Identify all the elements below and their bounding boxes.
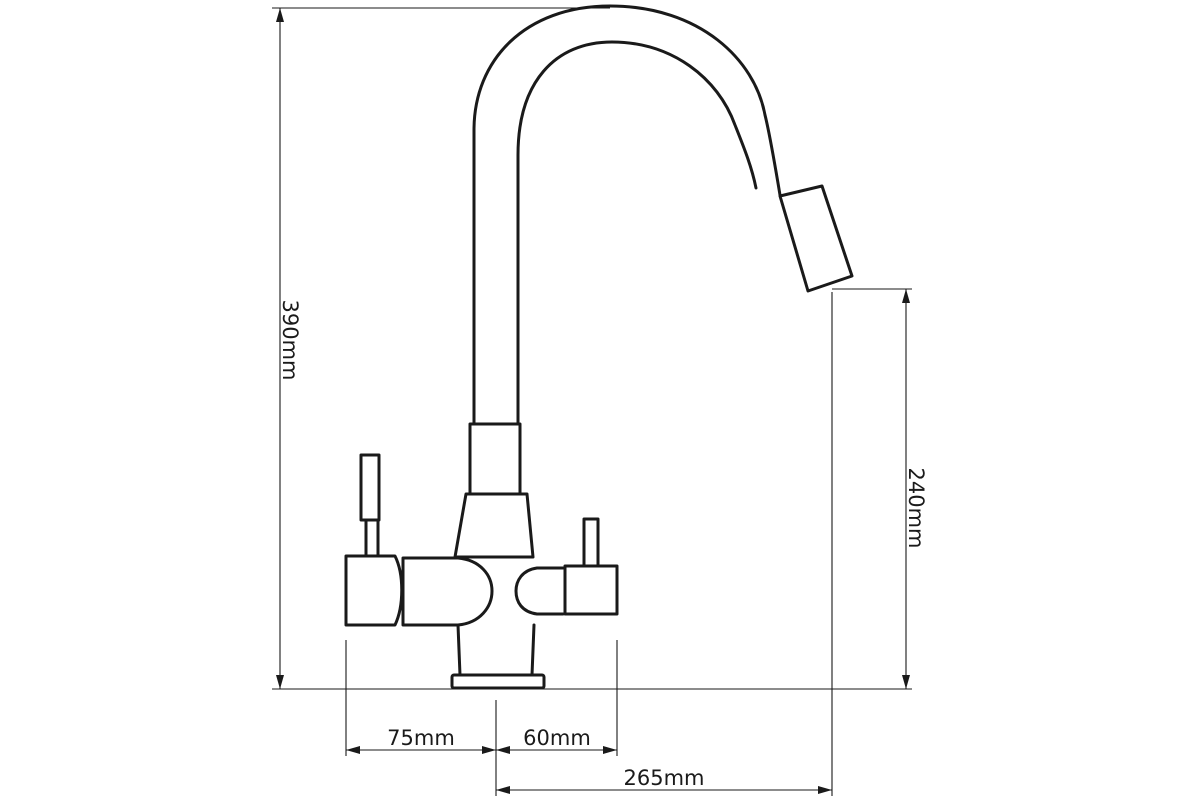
base-plate (450, 673, 546, 690)
reach-arrow-right (818, 786, 832, 794)
right-lever (582, 517, 600, 568)
total-height-arrow-top (276, 8, 284, 22)
neck-collar (468, 422, 522, 496)
left-handle-neck (364, 518, 380, 558)
cross-body (401, 556, 494, 627)
dimension-labels: 390mm 240mm 75mm 60mm 265mm (278, 300, 928, 791)
reach-label: 265mm (624, 766, 705, 790)
spout-height-arrow-top (902, 289, 910, 303)
left-offset-arrow-left (346, 746, 360, 754)
spout-outer-curve (472, 4, 782, 426)
left-offset-arrow-right (482, 746, 496, 754)
right-handle-cylinder (563, 564, 619, 616)
total-height-label: 390mm (278, 300, 302, 381)
dimension-lines (272, 7, 912, 796)
spout-inner-curve (516, 40, 758, 426)
reach-arrow-left (496, 786, 510, 794)
spout-height-arrow-bottom (902, 675, 910, 689)
left-lever (359, 453, 381, 522)
left-handle-cylinder (344, 554, 404, 627)
valve-body-lower (456, 623, 536, 677)
spout-height-label: 240mm (904, 468, 928, 549)
total-height-arrow-bottom (276, 675, 284, 689)
valve-body (453, 492, 535, 559)
right-offset-arrow-left (496, 746, 510, 754)
spray-head (778, 184, 854, 293)
right-port (514, 566, 565, 616)
faucet-outline (344, 4, 854, 690)
left-offset-label: 75mm (387, 726, 455, 750)
right-offset-arrow-right (603, 746, 617, 754)
right-offset-label: 60mm (523, 726, 591, 750)
